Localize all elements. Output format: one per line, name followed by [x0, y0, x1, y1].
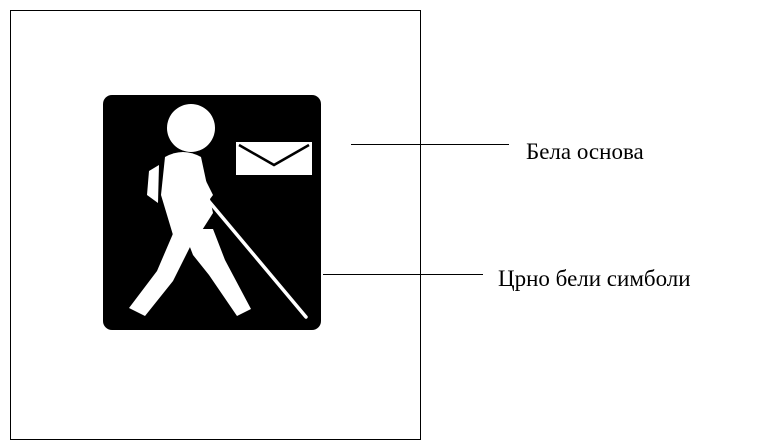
white-base-leader-line [351, 144, 509, 145]
arm-icon [147, 165, 159, 203]
symbols-leader-line [323, 274, 483, 275]
envelope-icon [236, 142, 312, 175]
cane-icon [205, 197, 308, 319]
front-leg-icon [183, 229, 251, 316]
blind-mail-sign-icon [103, 95, 321, 330]
white-base-label: Бела основа [526, 139, 644, 164]
front-arm-icon [189, 159, 213, 203]
black-white-symbols-label: Црно бели симболи [498, 266, 691, 291]
back-leg-icon [129, 229, 197, 316]
head-icon [167, 104, 215, 152]
